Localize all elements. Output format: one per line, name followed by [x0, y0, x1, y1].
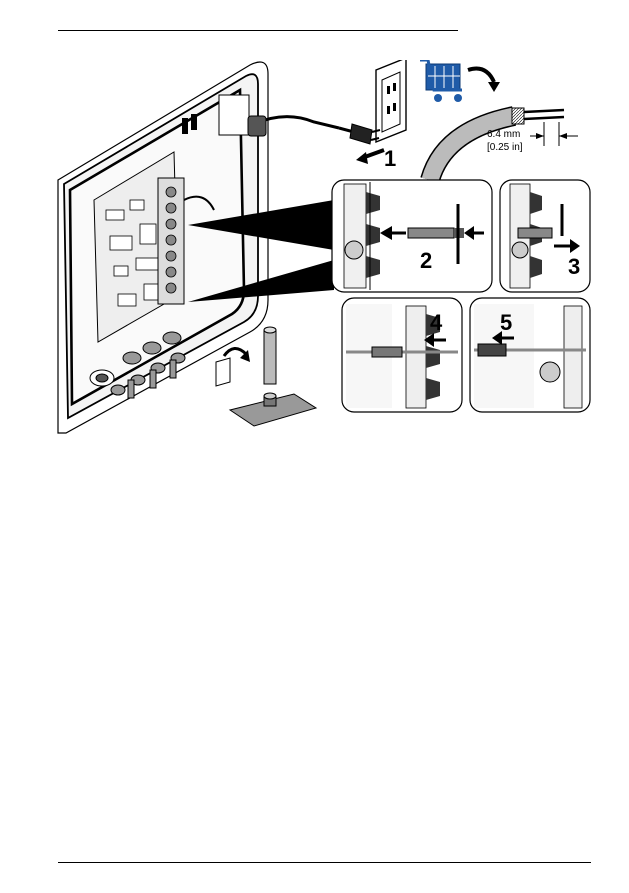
dimension-metric: 6.4 mm [487, 129, 520, 140]
rotate-arrow-icon [468, 69, 500, 93]
step-3-label: 3 [568, 254, 580, 279]
detail-step-2: 2 [332, 180, 492, 292]
header-rule [58, 30, 458, 31]
step-2-label: 2 [420, 248, 432, 273]
wall-outlet [376, 60, 406, 142]
step-1-label: 1 [384, 146, 396, 171]
dimension-imperial: [0.25 in] [487, 142, 523, 153]
detail-step-3: 3 [500, 180, 590, 292]
shopping-cart-icon [420, 60, 462, 102]
step-5-label: 5 [500, 310, 512, 335]
power-cable-gland [248, 116, 266, 136]
installation-figure: 1 6.4 mm [0.25 in] [54, 60, 594, 435]
flip-tool-icon [216, 348, 250, 386]
footer-rule [58, 862, 591, 863]
power-plug [339, 124, 380, 144]
ferrule-tool [230, 327, 316, 426]
detail-step-5: 5 [470, 298, 590, 412]
unplug-arrow [356, 150, 384, 164]
controller-enclosure [58, 62, 339, 433]
step-4-label: 4 [430, 310, 443, 335]
detail-step-4: 4 [342, 298, 462, 412]
